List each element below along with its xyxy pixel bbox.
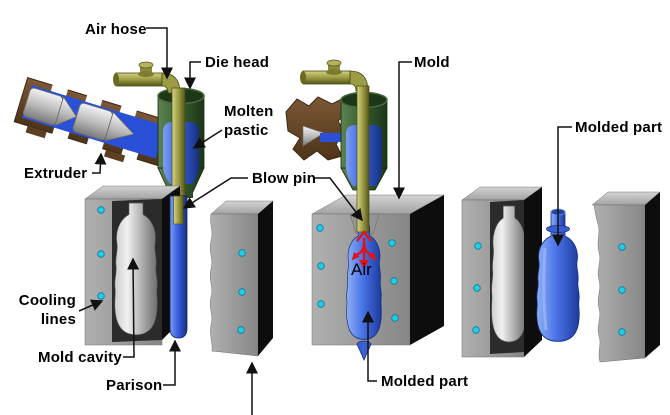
- die-head-leader-arrow: [184, 61, 201, 90]
- cooling-line-port: [97, 292, 105, 300]
- molten-plastic-label-line1: Molten: [224, 103, 274, 120]
- air-label: Air: [351, 260, 372, 279]
- molded-part-ejected-leader-arrow: [552, 126, 572, 247]
- air-flow-arrows: [351, 230, 377, 269]
- molded-part-blowing-leader-arrow: [362, 310, 377, 382]
- molten-plastic-leader-arrow: [192, 129, 223, 149]
- mold-cavity-bottle-shape: [114, 202, 158, 336]
- mold-half-left-eject: [461, 186, 543, 358]
- cooling-line-port: [316, 224, 324, 232]
- cooling-line-port: [391, 314, 399, 322]
- air-hose-label: Air hose: [85, 21, 147, 38]
- cooling-line-port: [388, 239, 396, 247]
- cooling-line-port: [618, 328, 626, 336]
- cooling-line-port: [472, 326, 480, 334]
- air-hose-pipe-1: [113, 61, 181, 94]
- molten-plastic-label-line2: pastic: [224, 122, 269, 139]
- mold-cavity-bottle-shape: [490, 205, 528, 343]
- extruder-illustration: [13, 77, 172, 167]
- pinch-off-tail: [356, 340, 372, 361]
- mold-label: Mold: [414, 54, 450, 71]
- cooling-line-port: [238, 249, 246, 257]
- cooling-line-port: [473, 284, 481, 292]
- cooling-line-port: [317, 300, 325, 308]
- extruder-screw: [22, 87, 135, 142]
- mold-cavity-leader-arrow: [123, 257, 140, 358]
- cooling-lines-label: Cooling lines: [14, 291, 76, 329]
- air-hose-leader-arrow: [146, 27, 173, 80]
- molten-plastic-label: Molten pastic: [224, 102, 274, 140]
- blow-pin-tip-1: [173, 195, 184, 225]
- parison-label: Parison: [106, 377, 163, 394]
- cooling-lines-label-line1: Cooling: [18, 292, 76, 309]
- cooling-line-port: [618, 243, 626, 251]
- cooling-line-port: [474, 242, 482, 250]
- extruder-leader-arrow: [92, 152, 107, 174]
- blow-pin-leader-left-arrow: [182, 177, 248, 209]
- cooling-line-port: [97, 206, 105, 214]
- mold-cavity-label: Mold cavity: [38, 349, 122, 366]
- mold-half-right-eject: [591, 191, 661, 363]
- extruder-foot: [103, 149, 126, 163]
- hose-fitting: [140, 65, 152, 74]
- cooling-line-port: [618, 286, 626, 294]
- cooling-lines-leader-arrow: [78, 299, 104, 312]
- extruder-foot: [25, 125, 47, 139]
- mold-leader-arrow: [393, 61, 412, 200]
- extruder-label: Extruder: [24, 165, 88, 182]
- parison-leader-arrow: [163, 339, 181, 386]
- cooling-line-port: [390, 277, 398, 285]
- cooling-line-port: [237, 326, 245, 334]
- hose-fitting: [328, 63, 340, 72]
- molded-part-ejected-label: Molded part: [575, 119, 663, 136]
- molded-part-blowing-label: Molded part: [381, 373, 469, 390]
- blow-pin-label: Blow pin: [252, 170, 317, 187]
- cooling-lines-label-line2: lines: [40, 311, 76, 328]
- blow-pin-2: [356, 85, 370, 233]
- cooling-line-port: [97, 250, 105, 258]
- cooling-line-port: [317, 262, 325, 270]
- parison-tube: [169, 195, 188, 339]
- mold-half-right-open: [209, 200, 274, 357]
- air-hose-pipe-2: [300, 59, 369, 92]
- extruder-broken-section: [285, 96, 348, 161]
- die-head-label: Die head: [205, 54, 270, 71]
- blow-pin-1: [171, 87, 186, 197]
- blow-pin-leader-right-arrow: [313, 177, 363, 222]
- cooling-line-port: [238, 288, 246, 296]
